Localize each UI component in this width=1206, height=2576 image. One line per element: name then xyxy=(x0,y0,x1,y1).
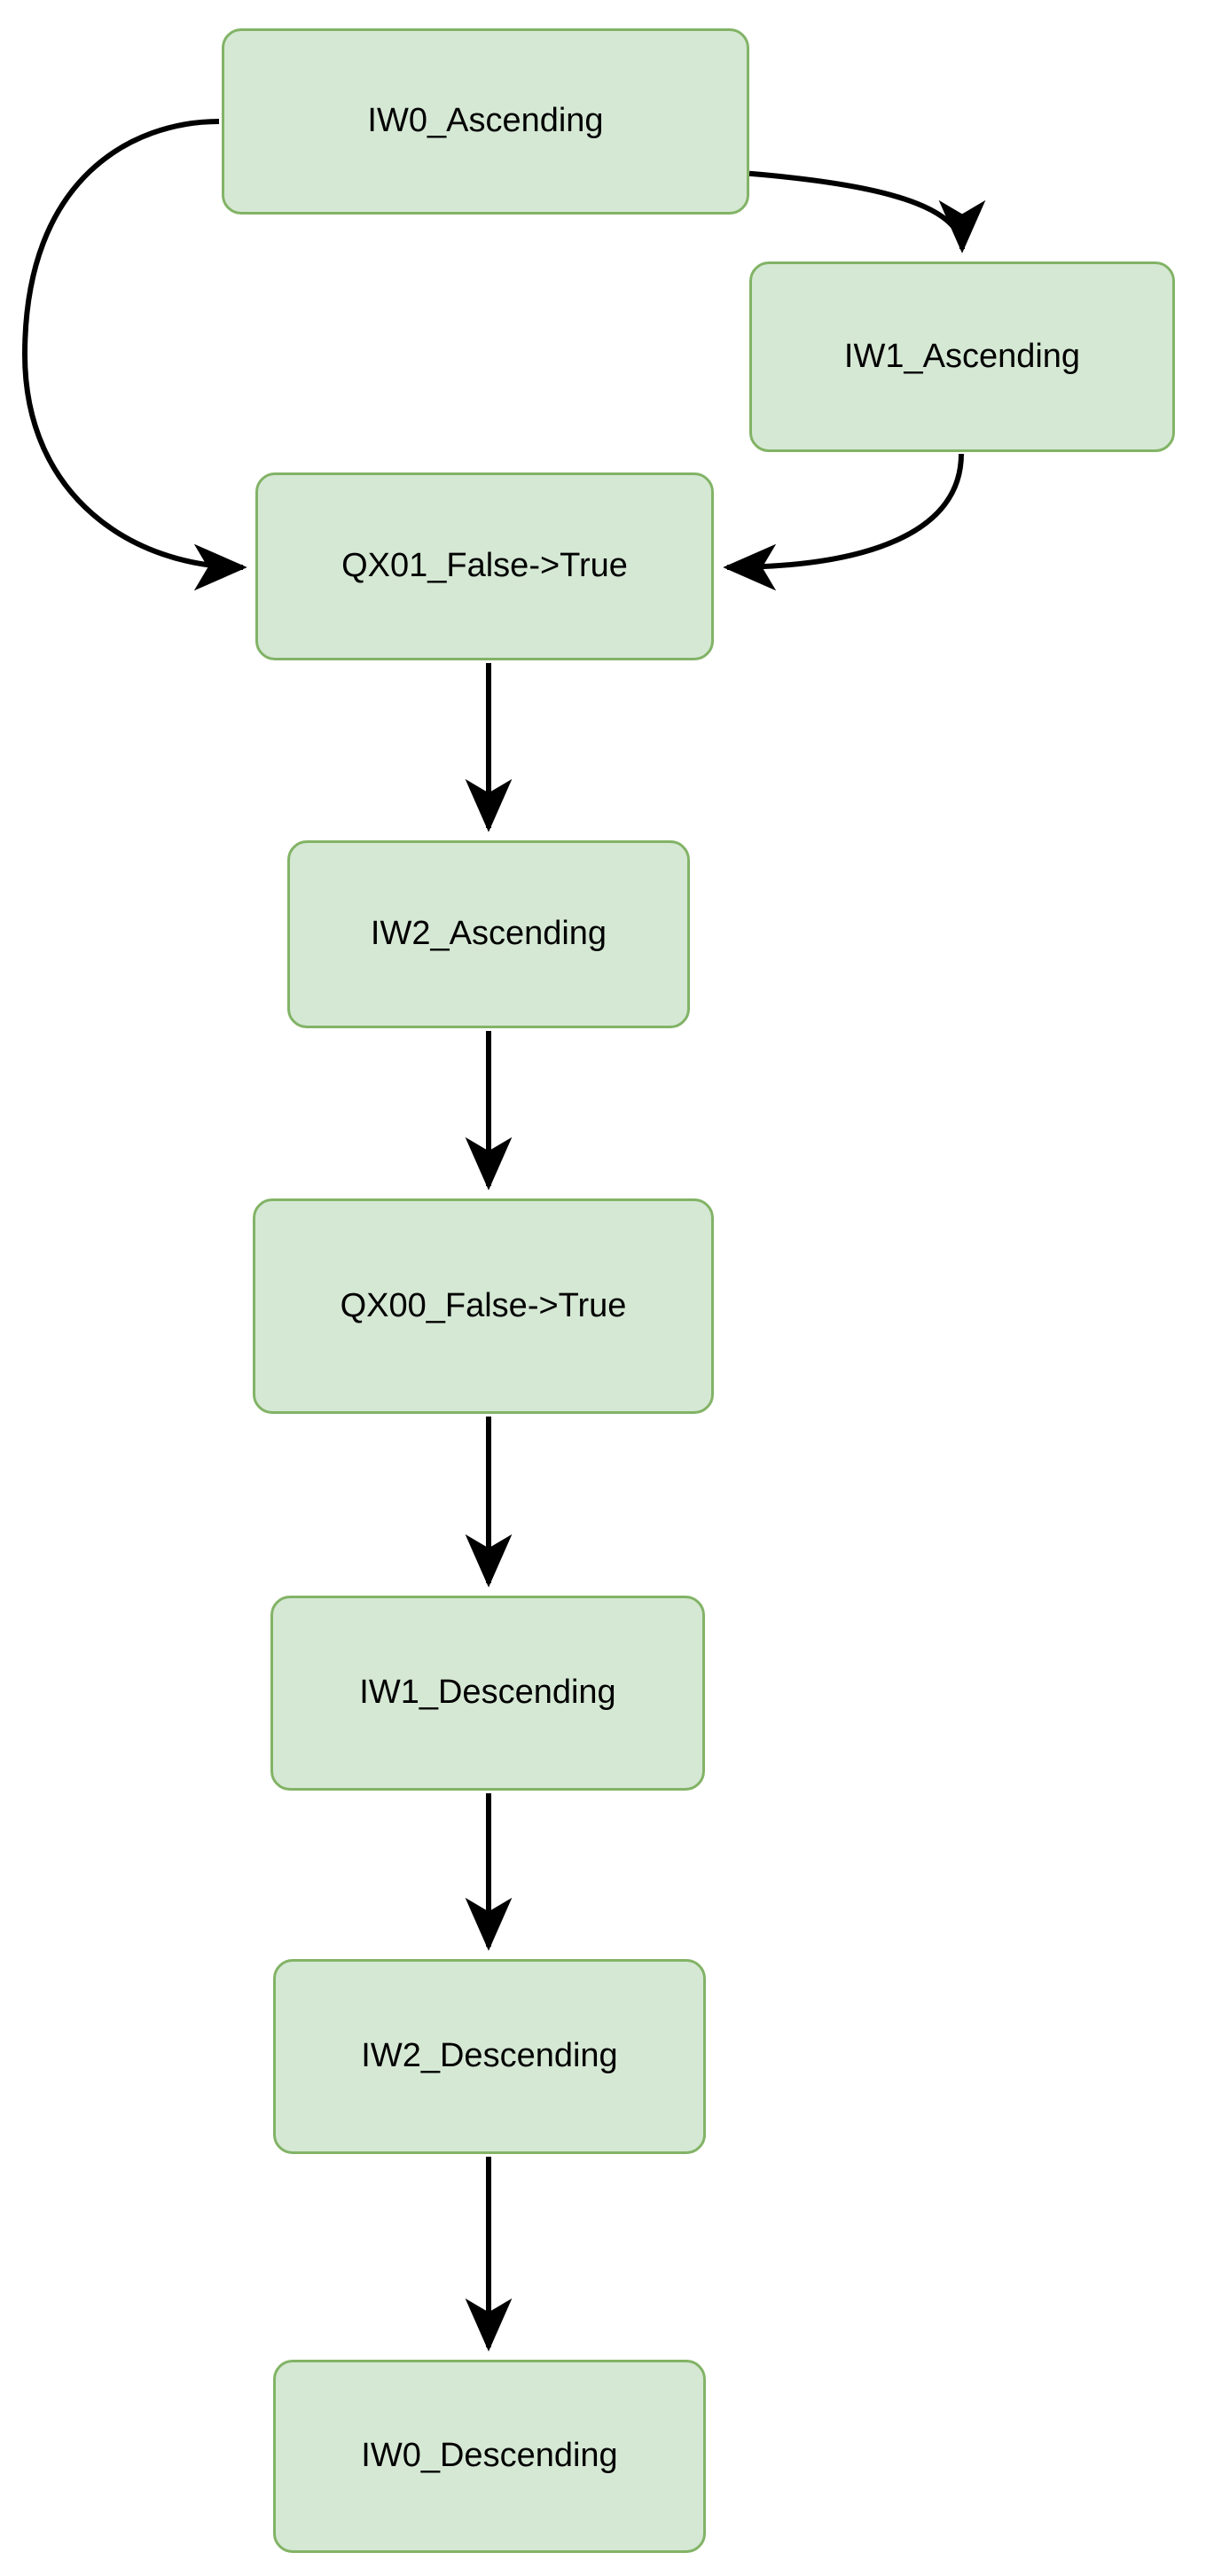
edge-iw0asc-to-iw1asc xyxy=(748,170,986,254)
node-label: IW1_Ascending xyxy=(843,337,1081,375)
node-qx01-false-to-true[interactable]: QX01_False->True xyxy=(255,472,714,660)
edge-iw1asc-to-qx01 xyxy=(723,453,964,591)
node-label: IW0_Descending xyxy=(361,2437,618,2475)
node-iw1-ascending[interactable]: IW1_Ascending xyxy=(749,262,1175,452)
node-label: QX01_False->True xyxy=(341,547,628,585)
node-qx00-false-to-true[interactable]: QX00_False->True xyxy=(253,1198,714,1414)
node-iw2-ascending[interactable]: IW2_Ascending xyxy=(287,840,690,1028)
node-iw0-ascending[interactable]: IW0_Ascending xyxy=(222,28,749,215)
node-label: IW2_Ascending xyxy=(370,915,607,953)
node-iw1-descending[interactable]: IW1_Descending xyxy=(270,1596,705,1791)
node-label: IW1_Descending xyxy=(359,1674,616,1712)
edge-iw0asc-to-qx01 xyxy=(21,119,247,591)
node-label: QX00_False->True xyxy=(340,1286,627,1324)
node-label: IW2_Descending xyxy=(361,2037,618,2075)
node-iw0-descending[interactable]: IW0_Descending xyxy=(273,2360,706,2553)
node-iw2-descending[interactable]: IW2_Descending xyxy=(273,1959,706,2154)
node-label: IW0_Ascending xyxy=(367,102,604,140)
